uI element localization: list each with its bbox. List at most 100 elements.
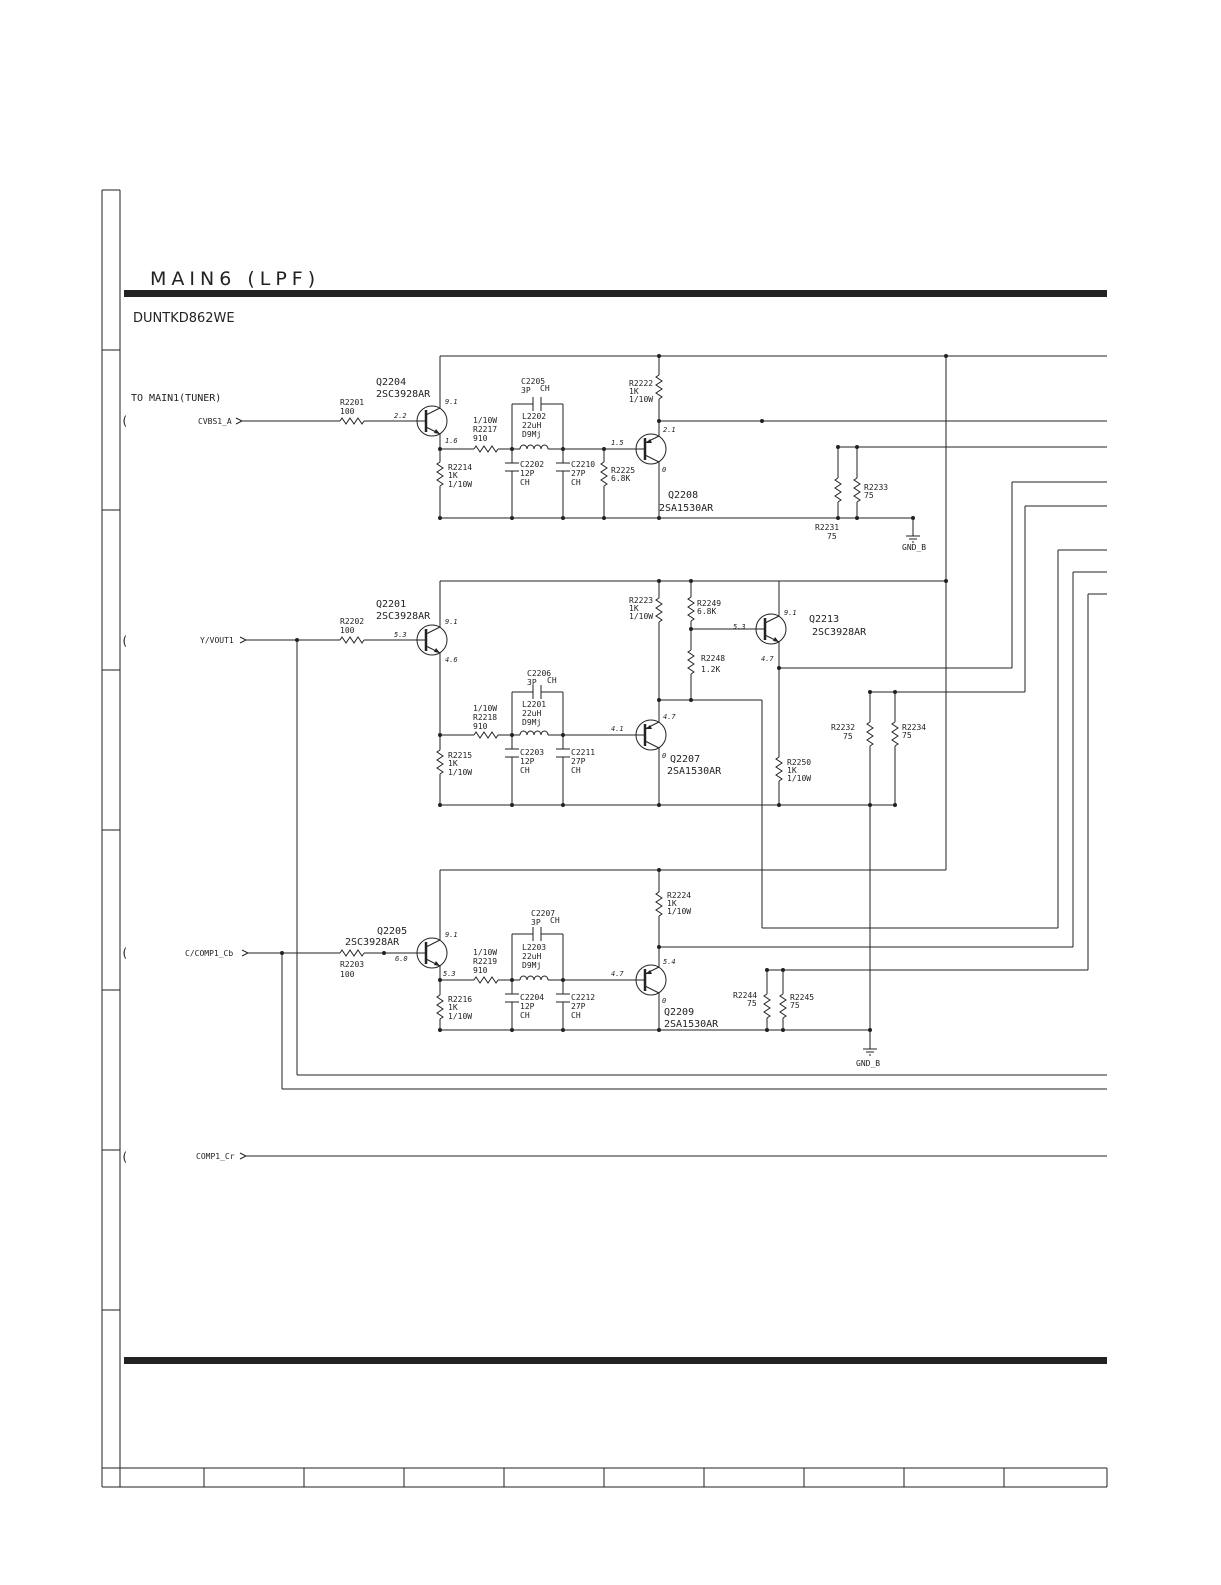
connector-arrow — [235, 417, 244, 425]
r2234-val: 75 — [902, 731, 912, 740]
r2224-val: 1K — [667, 899, 677, 908]
npn-transistor-symbol — [416, 624, 448, 656]
c2210-val: 27P — [571, 469, 586, 478]
r2232-val: 75 — [843, 732, 853, 741]
pnp-transistor-symbol — [635, 964, 667, 996]
c2210-ref: C2210 — [571, 460, 595, 469]
q2208-part: 2SA1530AR — [659, 503, 714, 514]
v-q2205-b: 6.0 — [395, 955, 408, 963]
v-q2208-b: 1.5 — [611, 439, 624, 447]
v-q2213-e: 4.7 — [761, 655, 774, 663]
input-connectors: ( ( ( ( CVBS1_A Y/VOUT1 C/COMP1_Cb COMP1… — [121, 414, 250, 1164]
v-q2201-b: 5.3 — [394, 631, 407, 639]
r2219-val: 910 — [473, 966, 488, 975]
v-q2213-b: 5.3 — [733, 623, 746, 631]
r2231-ref: R2231 — [815, 523, 839, 532]
q2201-ref: Q2201 — [376, 599, 406, 610]
r2218-val: 910 — [473, 722, 488, 731]
r2217-ref: R2217 — [473, 425, 497, 434]
r2232-ref: R2232 — [831, 723, 855, 732]
c2211-type: CH — [571, 766, 581, 775]
r2223-rating: 1/10W — [629, 612, 653, 621]
sheet-frame — [101, 189, 1108, 1488]
signal-cvbs1-a: CVBS1_A — [198, 417, 232, 426]
r2216-val: 1K — [448, 1003, 458, 1012]
q2205-ref: Q2205 — [377, 926, 407, 937]
r2250-rating: 1/10W — [787, 774, 811, 783]
l2201-part: D9Mj — [522, 718, 541, 727]
v-q2207-b: 4.1 — [611, 725, 624, 733]
r2244-val: 75 — [747, 999, 757, 1008]
r2225-val: 6.8K — [611, 474, 630, 483]
r2215-val: 1K — [448, 759, 458, 768]
v-q2209-e: 5.4 — [663, 958, 676, 966]
l2203-part: D9Mj — [522, 961, 541, 970]
l2201-val: 22uH — [522, 709, 541, 718]
c2210-type: CH — [571, 478, 581, 487]
stage-cvbs-labels: Q2204 2SC3928AR R2201 100 1/10W R2217 91… — [340, 377, 888, 541]
v-q2207-c: 0 — [662, 752, 666, 760]
v-q2205-e: 5.3 — [443, 970, 456, 978]
sheet-title: MAIN6 (LPF) — [150, 268, 320, 290]
r2222-val: 1K — [629, 387, 639, 396]
q2205-part: 2SC3928AR — [345, 937, 400, 948]
r2217-val: 910 — [473, 434, 488, 443]
l2202-part: D9Mj — [522, 430, 541, 439]
v-q2208-c: 0 — [662, 466, 666, 474]
r2201-ref: R2201 — [340, 398, 364, 407]
v-q2207-e: 4.7 — [663, 713, 676, 721]
v-q2201-c: 9.1 — [445, 618, 458, 626]
l2201-ref: L2201 — [522, 700, 546, 709]
c2212-ref: C2212 — [571, 993, 595, 1002]
c2204-ref: C2204 — [520, 993, 544, 1002]
v-q2213-c: 9.1 — [784, 609, 797, 617]
c2212-type: CH — [571, 1011, 581, 1020]
q2209-ref: Q2209 — [664, 1007, 694, 1018]
l2202-val: 22uH — [522, 421, 541, 430]
r2222-ref: R2222 — [629, 379, 653, 388]
r2218-ref: R2218 — [473, 713, 497, 722]
ground-label: GND_B — [856, 1059, 880, 1068]
r2214-ref: R2214 — [448, 463, 472, 472]
v-q2204-c: 9.1 — [445, 398, 458, 406]
q2208-ref: Q2208 — [668, 490, 698, 501]
c2206-val: 3P — [527, 678, 537, 687]
c2207-ref: C2207 — [531, 909, 555, 918]
q2213-ref: Q2213 — [809, 614, 839, 625]
r2233-ref: R2233 — [864, 483, 888, 492]
c2202-type: CH — [520, 478, 530, 487]
connector-bracket: ( — [121, 946, 128, 960]
junction-dots — [280, 354, 948, 1032]
q2207-part: 2SA1530AR — [667, 766, 722, 777]
r2248-val: 1.2K — [701, 665, 720, 674]
r2203-val: 100 — [340, 970, 355, 979]
c2206-type: CH — [547, 676, 557, 685]
c2205-type: CH — [540, 384, 550, 393]
r2223-ref: R2223 — [629, 596, 653, 605]
wires — [242, 355, 1107, 1157]
q2204-ref: Q2204 — [376, 377, 406, 388]
signal-comp1-cr: COMP1_Cr — [196, 1152, 235, 1161]
r2249-ref: R2249 — [697, 599, 721, 608]
q2213-part: 2SC3928AR — [812, 627, 867, 638]
r2224-ref: R2224 — [667, 891, 691, 900]
r2250-val: 1K — [787, 766, 797, 775]
c2205-ref: C2205 — [521, 377, 545, 386]
c2205-val: 3P — [521, 386, 531, 395]
r2201-val: 100 — [340, 407, 355, 416]
stage-cb-labels: Q2205 2SC3928AR R2203 100 C2207 3P CH L2… — [340, 891, 814, 1030]
npn-transistor-symbol — [416, 405, 448, 437]
npn-transistor-symbol — [755, 613, 787, 645]
c2202-ref: C2202 — [520, 460, 544, 469]
c2203-type: CH — [520, 766, 530, 775]
header-bar — [124, 290, 1107, 297]
r2234-ref: R2234 — [902, 723, 926, 732]
ground-label: GND_B — [902, 543, 926, 552]
connector-bracket: ( — [121, 634, 128, 648]
r2223-val: 1K — [629, 604, 639, 613]
c2211-ref: C2211 — [571, 748, 595, 757]
c2202-val: 12P — [520, 469, 535, 478]
inductor-symbol — [519, 444, 549, 981]
q2201-part: 2SC3928AR — [376, 611, 431, 622]
